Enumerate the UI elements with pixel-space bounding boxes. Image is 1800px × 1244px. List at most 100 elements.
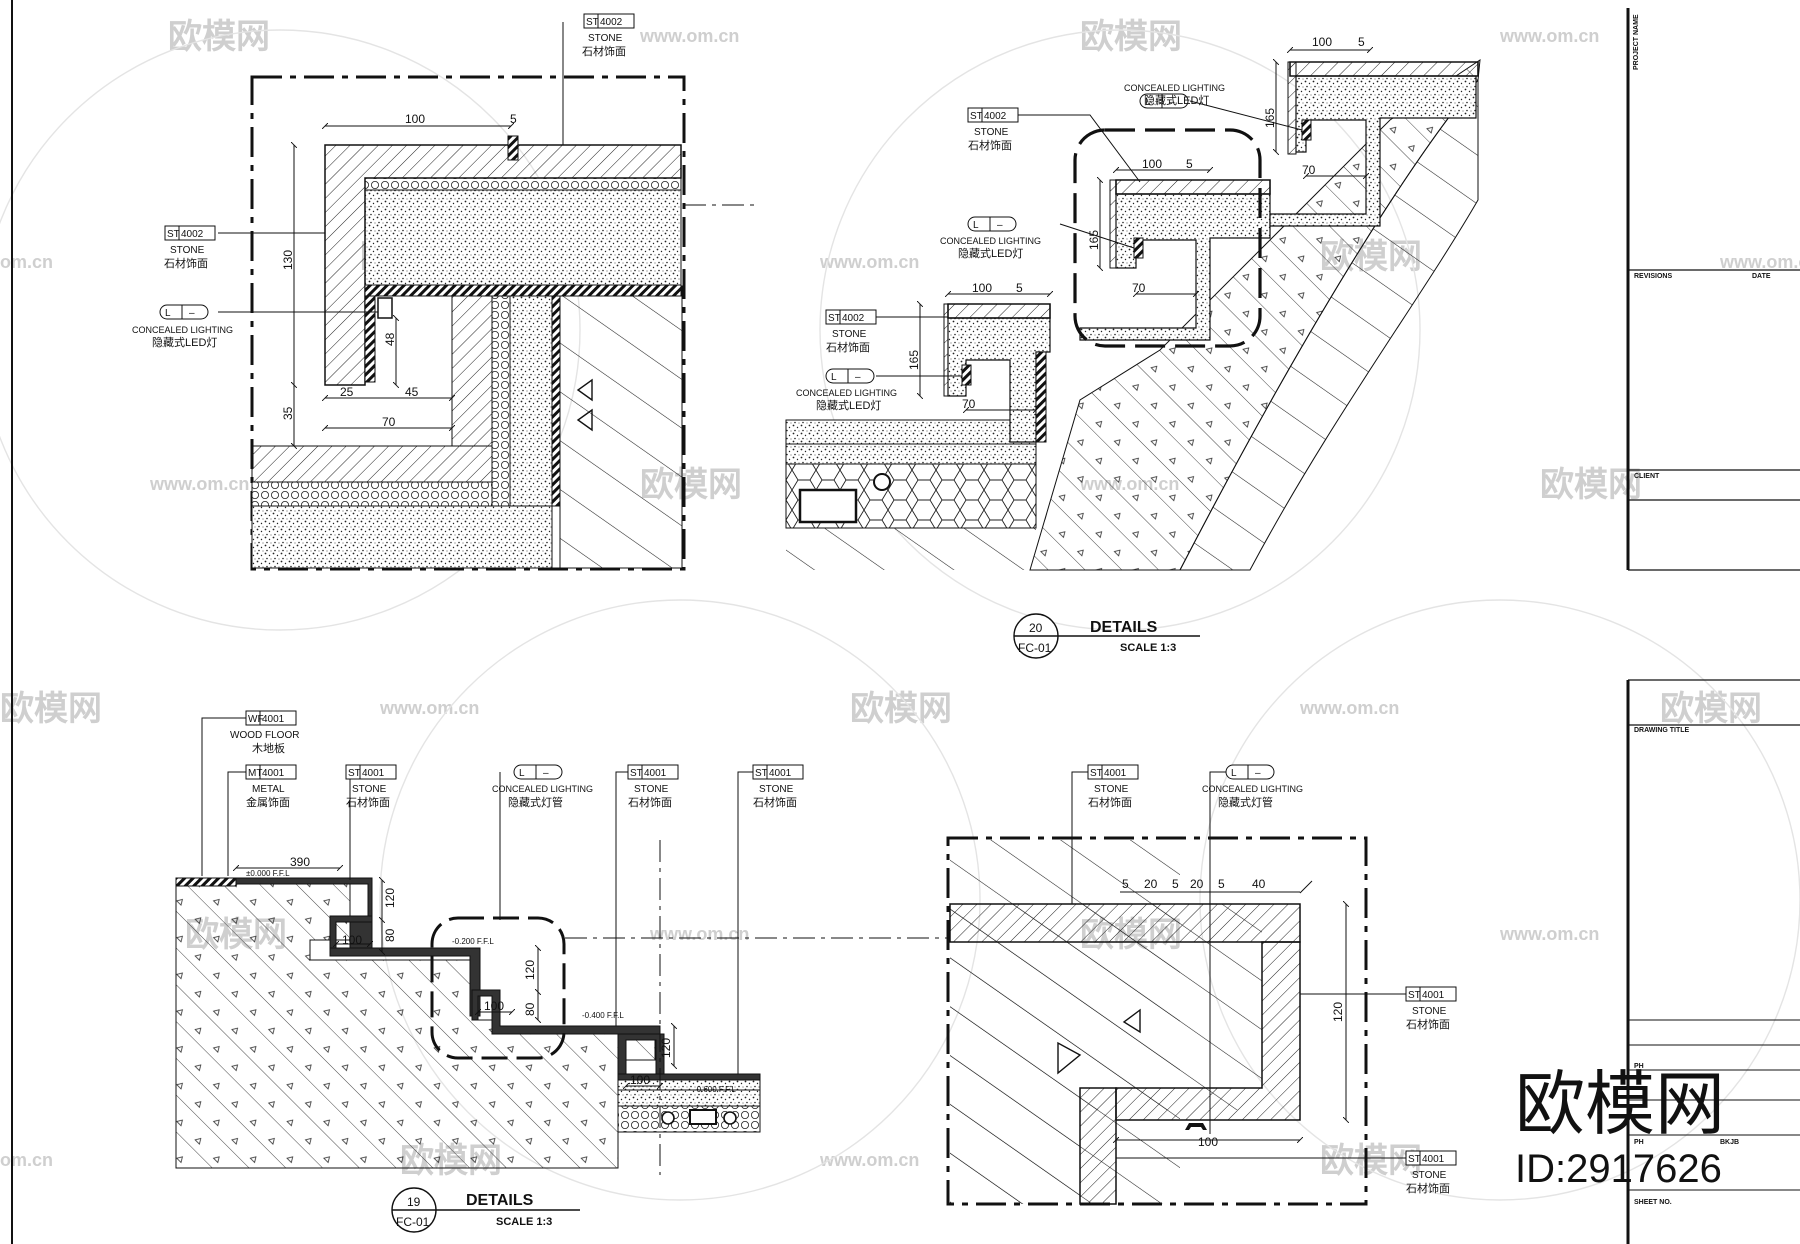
- svg-text:4001: 4001: [1422, 1154, 1445, 1165]
- callout-scale: SCALE 1:3: [496, 1216, 552, 1228]
- svg-text:MT: MT: [248, 768, 262, 779]
- wm-url: www.om.cn: [639, 26, 739, 46]
- svg-text:石材饰面: 石材饰面: [753, 795, 797, 809]
- svg-text:石材饰面: 石材饰面: [582, 44, 626, 58]
- dim-120: 120: [523, 960, 537, 980]
- wm-url: www.om.cn: [1499, 26, 1599, 46]
- svg-text:ST: ST: [828, 313, 841, 324]
- dim-100: 100: [1198, 1135, 1218, 1149]
- wm-url: www.om.cn: [1299, 698, 1399, 718]
- dim-5: 5: [1186, 157, 1193, 171]
- svg-text:ST: ST: [1408, 1154, 1421, 1165]
- tag-st4001: ST 4001 STONE 石材饰面: [752, 764, 804, 809]
- svg-text:石材饰面: 石材饰面: [968, 138, 1012, 152]
- wm-brand: 欧模网: [168, 18, 270, 56]
- svg-text:CONCEALED LIGHTING: CONCEALED LIGHTING: [940, 236, 1041, 246]
- svg-text:L: L: [1231, 768, 1237, 779]
- svg-text:4001: 4001: [644, 768, 667, 779]
- dim-5: 5: [1358, 35, 1365, 49]
- svg-text:4001: 4001: [769, 768, 792, 779]
- svg-text:CONCEALED LIGHTING: CONCEALED LIGHTING: [1202, 784, 1303, 794]
- dim-120: 120: [383, 888, 397, 908]
- svg-text:STONE: STONE: [588, 33, 623, 44]
- dim-35: 35: [281, 406, 295, 420]
- wm-url-short: om.cn: [0, 252, 53, 272]
- tag-st4001: ST 4001 STONE 石材饰面: [627, 764, 679, 809]
- svg-text:ST: ST: [1090, 768, 1103, 779]
- svg-text:STONE: STONE: [759, 784, 794, 795]
- svg-text:STONE: STONE: [352, 784, 387, 795]
- svg-text:STONE: STONE: [1094, 784, 1129, 795]
- svg-text:石材饰面: 石材饰面: [1088, 795, 1132, 809]
- date-label: DATE: [1752, 273, 1771, 280]
- tag-concealed-lighting: L – CONCEALED LIGHTING 隐藏式LED灯: [1124, 83, 1225, 109]
- svg-text:石材饰面: 石材饰面: [346, 795, 390, 809]
- wm-brand: 欧模网: [850, 690, 952, 728]
- detail-c-stair-profile: 390 120 80 100 120 80 100 120 100 ±0.000…: [175, 710, 950, 1175]
- dim-70: 70: [962, 397, 976, 411]
- tag-st4001: ST 4001 STONE 石材饰面: [1405, 1150, 1457, 1195]
- svg-text:WF: WF: [248, 714, 264, 725]
- callout-ref: FC-01: [396, 1215, 430, 1229]
- dim-165: 165: [1087, 230, 1101, 250]
- tag-wf4001: WF 4001 WOOD FLOOR 木地板: [230, 710, 299, 755]
- tag-concealed-lighting: L – CONCEALED LIGHTING 隐藏式LED灯: [940, 216, 1041, 260]
- svg-text:隐藏式LED灯: 隐藏式LED灯: [958, 247, 1023, 260]
- dim-80: 80: [383, 928, 397, 942]
- revisions-label: REVISIONS: [1634, 273, 1672, 280]
- level-minus-400: -0.400 F.F.L: [582, 1011, 624, 1020]
- level-0: ±0.000 F.F.L: [246, 869, 290, 878]
- dim-130: 130: [281, 250, 295, 270]
- dim-165: 165: [1263, 108, 1277, 128]
- svg-text:CONCEALED LIGHTING: CONCEALED LIGHTING: [132, 325, 233, 335]
- svg-text:L: L: [165, 308, 171, 319]
- wm-brand: 欧模网: [1080, 18, 1182, 56]
- svg-text:ST: ST: [1408, 990, 1421, 1001]
- svg-text:L: L: [519, 768, 525, 779]
- wm-url: www.om.cn: [819, 1150, 919, 1170]
- dim-5: 5: [1122, 877, 1129, 891]
- tag-st4002: ST 4002 STONE 石材饰面: [164, 225, 216, 270]
- svg-text:STONE: STONE: [832, 329, 867, 340]
- svg-text:隐藏式LED灯: 隐藏式LED灯: [152, 336, 217, 349]
- svg-text:4002: 4002: [600, 17, 623, 28]
- svg-text:隐藏式灯管: 隐藏式灯管: [1218, 795, 1273, 809]
- tag-st4002: ST 4002 STONE 石材饰面: [825, 309, 877, 354]
- svg-text:金属饰面: 金属饰面: [246, 795, 290, 809]
- svg-text:4002: 4002: [181, 229, 204, 240]
- callout-20: 20 FC-01 DETAILS SCALE 1:3: [1013, 613, 1200, 659]
- wm-brand: 欧模网: [1540, 466, 1642, 504]
- svg-text:ST: ST: [586, 17, 599, 28]
- svg-text:–: –: [1255, 768, 1261, 779]
- ph-label: PH: [1634, 1139, 1644, 1146]
- svg-text:石材饰面: 石材饰面: [1406, 1017, 1450, 1031]
- bkjb-label: BKJB: [1720, 1139, 1739, 1146]
- dim-5: 5: [1016, 281, 1023, 295]
- tag-st4001: ST 4001 STONE 石材饰面: [1405, 986, 1457, 1031]
- wm-url-short: om.cn: [0, 1150, 53, 1170]
- svg-text:CONCEALED LIGHTING: CONCEALED LIGHTING: [1124, 83, 1225, 93]
- svg-text:–: –: [189, 308, 195, 319]
- svg-text:石材饰面: 石材饰面: [164, 256, 208, 270]
- detail-a-section: 100 5 130 48 35 25 45 70 ST 4002 STONE 石…: [132, 13, 760, 571]
- level-minus-600: -0.600 F.F.L: [694, 1085, 736, 1094]
- dim-80: 80: [523, 1002, 537, 1016]
- svg-text:隐藏式LED灯: 隐藏式LED灯: [816, 399, 881, 412]
- svg-text:4001: 4001: [262, 714, 285, 725]
- title-block: [1626, 8, 1800, 1244]
- dim-100: 100: [1142, 157, 1162, 171]
- dim-100: 100: [342, 933, 362, 947]
- dim-120: 120: [1331, 1002, 1345, 1022]
- dim-70: 70: [1132, 281, 1146, 295]
- tag-concealed-lighting: L – CONCEALED LIGHTING 隐藏式LED灯: [796, 368, 897, 412]
- svg-text:WOOD FLOOR: WOOD FLOOR: [230, 730, 299, 741]
- callout-title: DETAILS: [466, 1192, 534, 1209]
- svg-text:STONE: STONE: [974, 127, 1009, 138]
- svg-text:4002: 4002: [842, 313, 865, 324]
- svg-text:4001: 4001: [362, 768, 385, 779]
- model-id: ID:2917626: [1515, 1147, 1722, 1191]
- dim-100: 100: [630, 1073, 650, 1087]
- callout-19: 19 FC-01 DETAILS SCALE 1:3: [391, 1187, 580, 1233]
- callout-number: 20: [1029, 621, 1043, 635]
- svg-text:石材饰面: 石材饰面: [826, 340, 870, 354]
